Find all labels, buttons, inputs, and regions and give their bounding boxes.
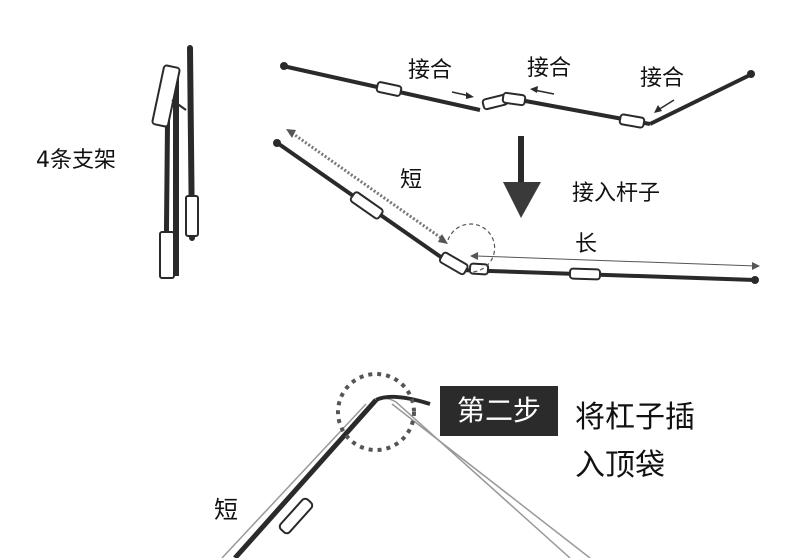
- length-indicators: [286, 129, 760, 273]
- folded-pole-bundle: [151, 45, 199, 279]
- assembled-pole: [273, 139, 759, 284]
- join-label-1: 接合: [408, 58, 453, 83]
- step-badge: 第二步: [440, 386, 558, 436]
- long-label: 长: [575, 232, 598, 257]
- join-arrows: [451, 86, 675, 113]
- short-label-bottom: 短: [214, 496, 238, 524]
- rod-join-row: [280, 62, 755, 129]
- join-label-2: 接合: [527, 56, 572, 81]
- step-instruction-line-2: 入顶袋: [575, 448, 665, 483]
- arrow-icon: [654, 99, 675, 113]
- step-instruction-line-1: 将杠子插: [575, 400, 695, 435]
- tent-poles-apex: [221, 372, 591, 558]
- insert-rod-label: 接入杆子: [572, 181, 661, 206]
- arrow-icon: [451, 91, 474, 99]
- join-label-3: 接合: [640, 66, 685, 91]
- short-label-top: 短: [400, 168, 423, 193]
- down-arrow-icon: [503, 136, 541, 218]
- four-poles-label: 4条支架: [36, 148, 116, 173]
- arrow-icon: [530, 86, 555, 95]
